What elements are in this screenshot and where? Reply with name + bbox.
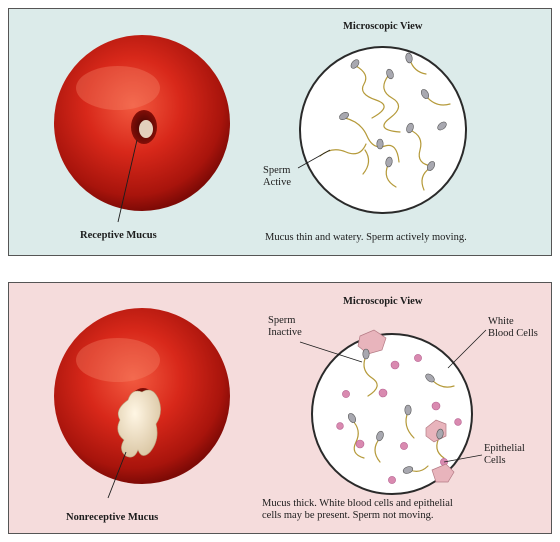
nonreceptive-caption: Mucus thick. White blood cells and epith… [262,498,453,522]
microscopic-view-title-bottom: Microscopic View [343,296,422,308]
cervix-receptive [54,35,230,222]
cervix-nonreceptive [54,308,230,498]
receptive-mucus-label: Receptive Mucus [80,230,157,242]
receptive-caption: Mucus thin and watery. Sperm actively mo… [265,232,467,244]
microscopic-view-title-top: Microscopic View [343,21,422,33]
microscopic-view-nonreceptive [300,330,486,494]
white-blood-cells-label: White Blood Cells [488,316,538,340]
sperm-active-label: Sperm Active [263,165,291,189]
microscopic-view-receptive [298,47,466,213]
nonreceptive-mucus-label: Nonreceptive Mucus [66,512,158,524]
sperm-inactive-label: Sperm Inactive [268,315,302,339]
epithelial-cells-label: Epithelial Cells [484,443,525,467]
